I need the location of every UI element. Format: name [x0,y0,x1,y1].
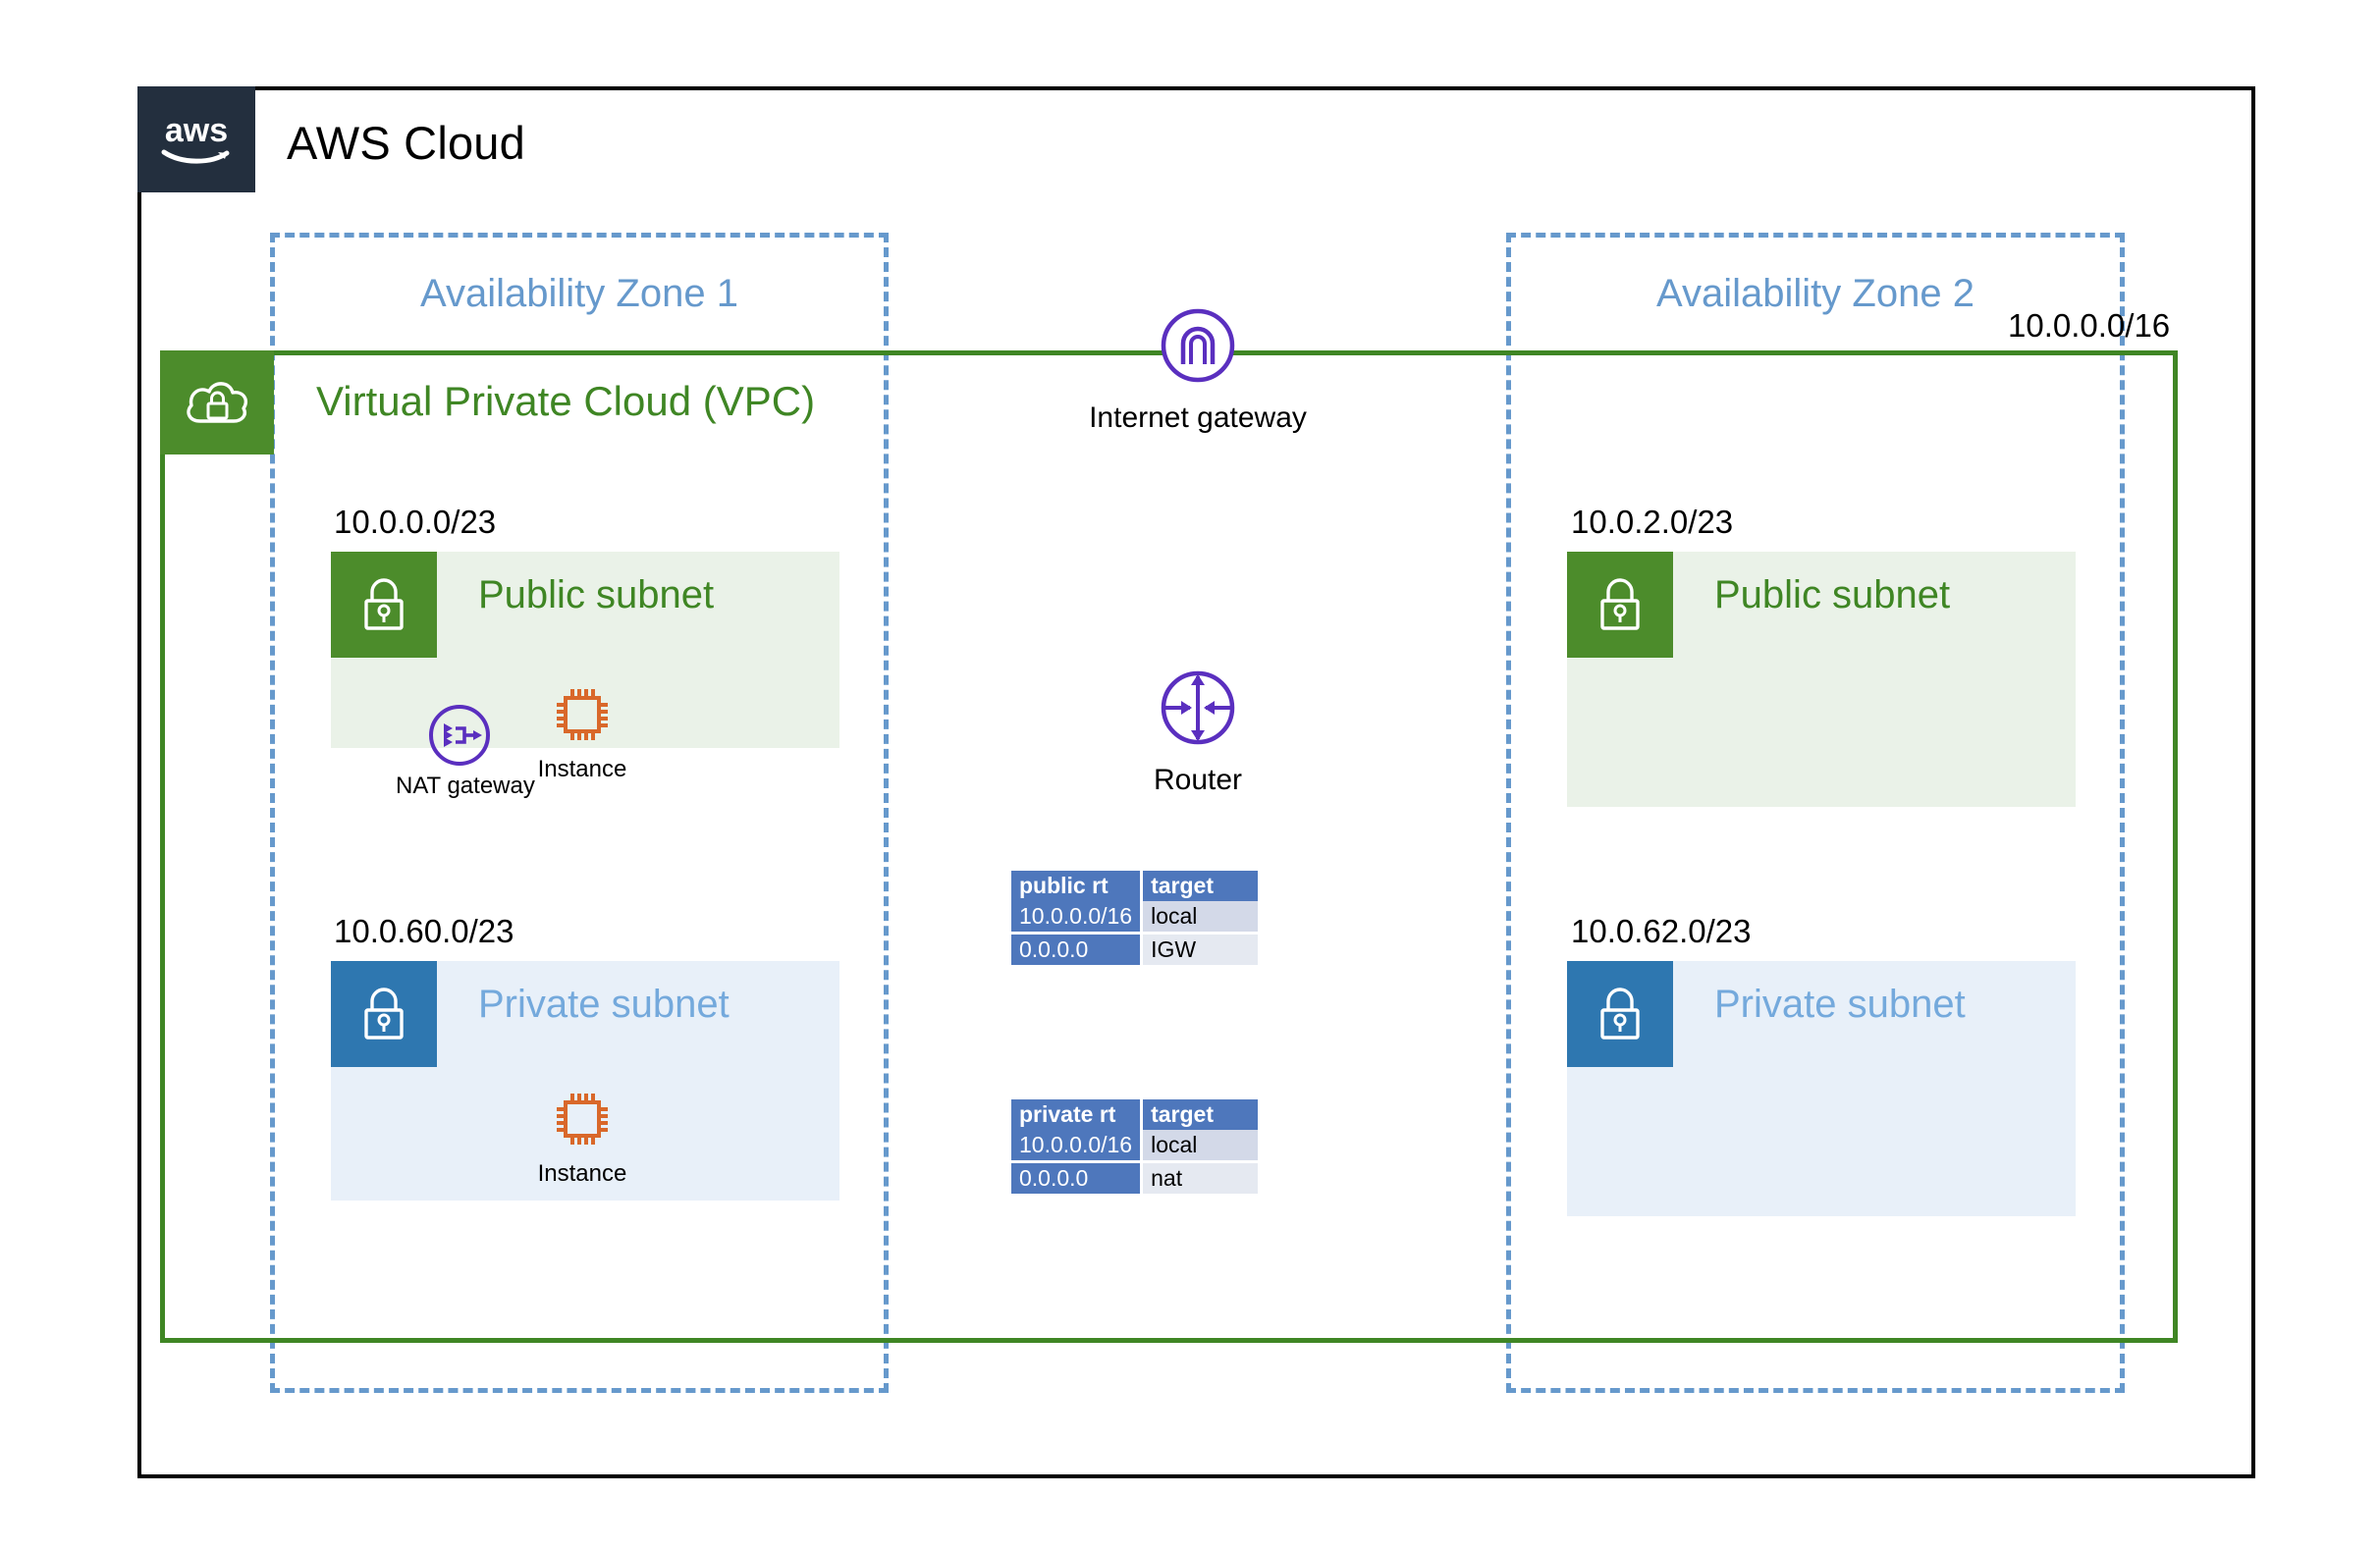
instance-resource-public-az1: Instance [518,675,646,783]
private-subnet-az2-title: Private subnet [1714,983,1966,1026]
router-icon [1080,660,1316,756]
vpc-cloud-lock-icon [160,350,274,454]
vpc-title: Virtual Private Cloud (VPC) [316,378,816,424]
public-subnet-az1-title: Public subnet [478,573,715,616]
route-destination: 10.0.0.0/16 [1011,901,1142,934]
private-subnet-az2-cidr: 10.0.62.0/23 [1571,913,1752,949]
page-title: AWS Cloud [287,117,525,169]
private-subnet-az1-title: Private subnet [478,983,730,1026]
router-node: Router [1080,660,1316,797]
private-subnet-az2: Private subnet [1567,961,2076,1216]
public-subnet-az2-title: Public subnet [1714,573,1951,616]
lock-icon [1567,552,1673,658]
private-subnet-az1: Private subnet [331,961,839,1201]
public-subnet-az2-cidr: 10.0.2.0/23 [1571,504,1734,540]
table-row: 10.0.0.0/16 local [1011,901,1258,934]
table-row: 0.0.0.0 nat [1011,1160,1258,1194]
vpc-cidr-label: 10.0.0.0/16 [2008,307,2171,344]
column-header-route: private rt [1011,1099,1142,1130]
availability-zone-2-label: Availability Zone 2 [1656,272,1974,315]
instance-label-public-az1: Instance [537,756,627,782]
column-header-target: target [1140,1099,1258,1130]
route-target: nat [1140,1160,1258,1194]
availability-zone-1-boundary [270,233,889,1393]
nat-gateway-label: NAT gateway [396,773,535,799]
private-route-table: private rt target 10.0.0.0/16 local 0.0.… [1011,1099,1258,1194]
aws-logo-icon: aws [137,86,255,192]
column-header-route: public rt [1011,871,1142,901]
route-target: IGW [1140,932,1258,965]
public-subnet-az2: Public subnet [1567,552,2076,807]
lock-icon [331,552,437,658]
route-target: local [1140,901,1258,934]
public-route-table: public rt target 10.0.0.0/16 local 0.0.0… [1011,871,1258,965]
nat-gateway-resource: NAT gateway [396,700,535,800]
internet-gateway-label: Internet gateway [1089,401,1307,434]
nat-gateway-icon [396,700,523,771]
instance-resource-private-az1: Instance [518,1080,646,1188]
public-subnet-az1-cidr: 10.0.0.0/23 [334,504,497,540]
table-header-row: private rt target [1011,1099,1258,1130]
availability-zone-1-label: Availability Zone 1 [420,272,738,315]
internet-gateway-icon [1080,297,1316,394]
table-row: 0.0.0.0 IGW [1011,932,1258,965]
public-subnet-az1: Public subnet [331,552,839,748]
instance-chip-icon [518,675,646,754]
availability-zone-2-boundary [1506,233,2125,1393]
table-header-row: public rt target [1011,871,1258,901]
lock-icon [331,961,437,1067]
private-subnet-az1-cidr: 10.0.60.0/23 [334,913,514,949]
aws-cloud-boundary [137,86,2255,1478]
route-destination: 0.0.0.0 [1011,1160,1142,1194]
route-destination: 0.0.0.0 [1011,932,1142,965]
instance-chip-icon [518,1080,646,1158]
router-label: Router [1153,764,1243,796]
column-header-target: target [1140,871,1258,901]
svg-text:aws: aws [165,112,228,149]
route-destination: 10.0.0.0/16 [1011,1130,1142,1162]
internet-gateway-node: Internet gateway [1080,297,1316,435]
table-row: 10.0.0.0/16 local [1011,1130,1258,1162]
route-target: local [1140,1130,1258,1162]
instance-label-private-az1: Instance [537,1160,627,1187]
lock-icon [1567,961,1673,1067]
